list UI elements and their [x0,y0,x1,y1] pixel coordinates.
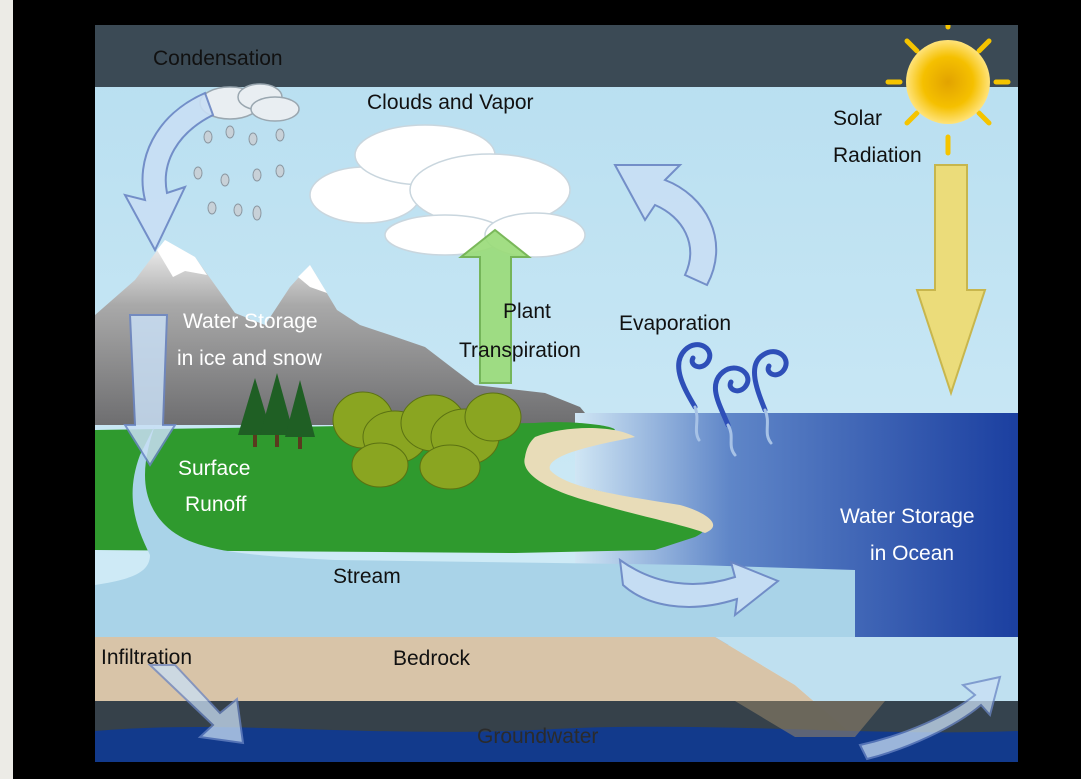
groundwater-bedrock-overlap [735,701,885,737]
label-in-ocean: in Ocean [870,542,954,565]
beach [524,428,714,533]
groundwater-flow-arrow [858,675,1002,761]
label-in-ice-and-snow: in ice and snow [177,347,323,370]
label-transpiration: Transpiration [459,339,581,362]
condensation-band [95,25,1018,87]
label-water-storage-ocean: Water Storage [840,505,975,528]
label-stream: Stream [333,565,401,588]
transpiration-arrow [458,228,532,384]
rain-drops [193,125,285,221]
label-surface: Surface [178,457,250,480]
groundwater [95,726,1018,762]
sun-icon [885,25,1011,156]
tree-icon [332,391,522,490]
label-condensation: Condensation [153,47,283,70]
label-runoff: Runoff [185,493,247,516]
label-infiltration: Infiltration [101,646,192,669]
vapor-swirl-icon [676,342,789,428]
mountain-icon [95,240,595,425]
label-groundwater: Groundwater [477,725,598,748]
tree-icon [238,373,315,449]
label-evaporation: Evaporation [619,312,731,335]
label-radiation: Radiation [833,144,922,167]
label-solar: Solar [833,107,882,130]
cloud-icon [309,124,586,258]
label-water-storage-ice: Water Storage [183,310,318,333]
solar-radiation-arrow [915,164,987,397]
left-margin-strip [0,0,13,779]
stream-flow-arrow [618,557,780,618]
land [95,422,706,553]
label-plant: Plant [503,300,551,323]
cloud-icon [199,83,300,122]
precipitation-arrow [123,91,215,253]
label-clouds-and-vapor: Clouds and Vapor [367,91,534,114]
evaporation-arrow [613,164,718,287]
water-cycle-diagram: Condensation Clouds and Vapor Solar Radi… [95,25,1018,762]
infiltration-arrow [147,664,245,745]
snowmelt-arrow [123,314,177,467]
vapor-trails [693,405,773,457]
label-bedrock: Bedrock [393,647,471,670]
